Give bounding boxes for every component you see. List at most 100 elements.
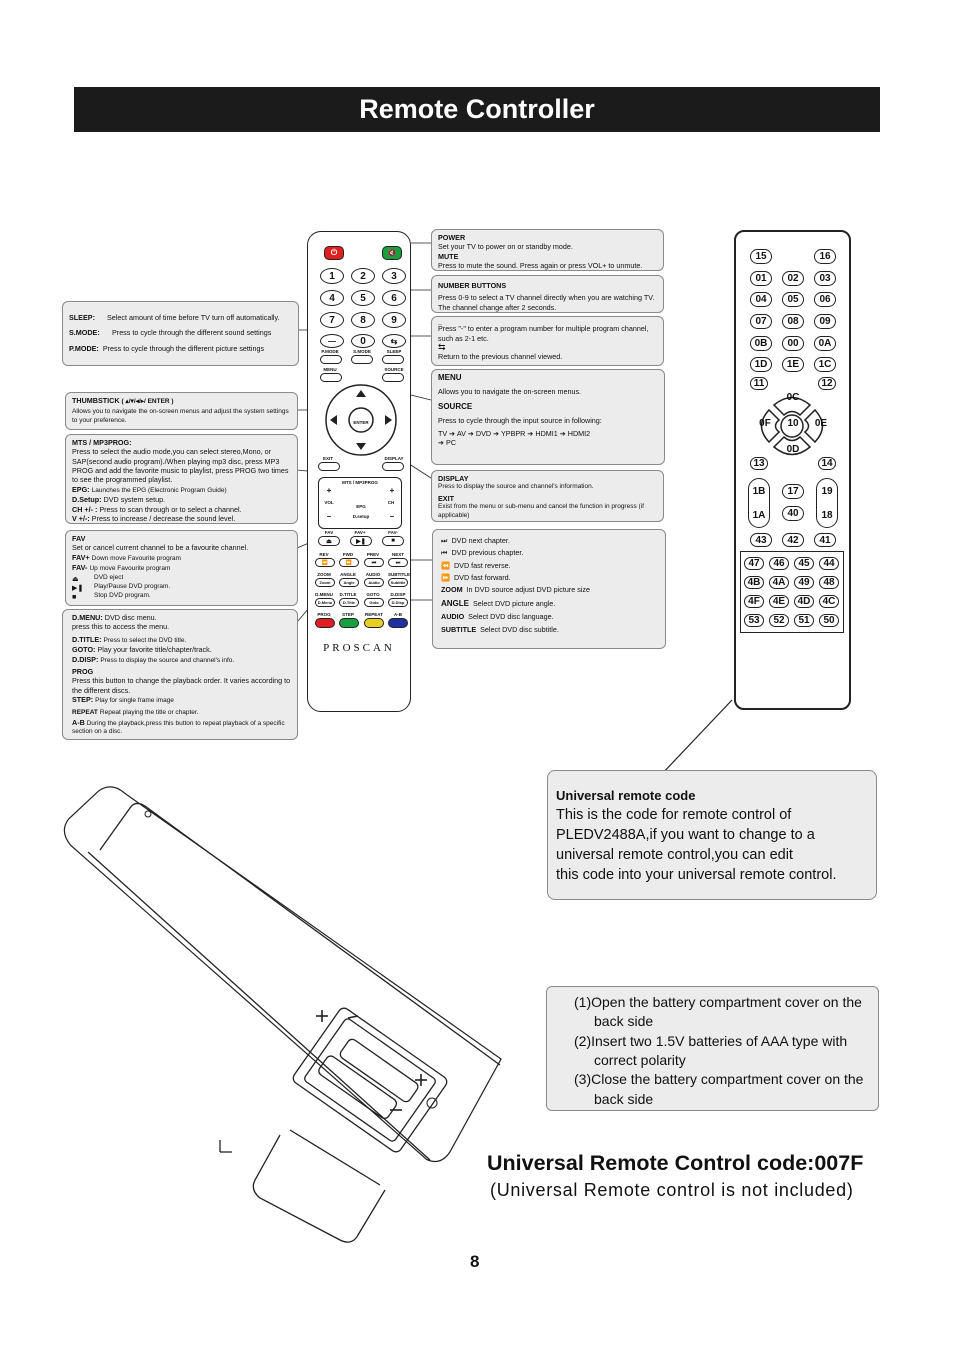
vol-key-label: VOL <box>324 500 334 505</box>
eject-text: DVD eject <box>94 573 124 581</box>
ddisp-button: D.Disp <box>388 598 408 607</box>
code-button: 45 <box>794 557 814 570</box>
vol-down-icon: – <box>326 512 332 521</box>
menu-button <box>320 373 342 382</box>
favminus-text: Up move Favourite program <box>89 565 171 573</box>
exit-text: Exist from the menu or sub-menu and canc… <box>438 503 644 519</box>
source-text: Press to cycle through the input source … <box>438 416 602 426</box>
ch-key-label: CH <box>387 500 395 505</box>
audio-key-label: AUDIO <box>365 572 381 577</box>
brand-logo: PROSCAN <box>323 642 395 654</box>
vol-text: Press to increase / decrease the sound l… <box>91 513 236 523</box>
number-label: NUMBER BUTTONS <box>438 281 507 290</box>
yellow-button <box>364 618 384 628</box>
source-button <box>382 373 404 382</box>
code-label: 19 <box>821 485 833 497</box>
next-key-label: NEXT <box>391 552 404 557</box>
code-button: 0A <box>814 336 836 351</box>
code-button: 12 <box>818 377 836 390</box>
code-button: 15 <box>750 249 772 264</box>
ab-text: During the playback,press this button to… <box>72 719 285 736</box>
zoom-key-label: ZOOM <box>317 572 331 577</box>
code-button: 4A <box>769 576 789 589</box>
code-button: 52 <box>769 614 789 627</box>
favp-key-label: FAV+ <box>354 530 366 535</box>
digit-button: 4 <box>320 290 344 306</box>
mts-box: MTS / MP3PROG: Press to select the audio… <box>65 434 298 524</box>
code-button: 00 <box>782 336 804 351</box>
dsetup-key-label: D.setup <box>352 514 370 519</box>
prev-chapter-icon: ⏮ <box>441 548 448 558</box>
code-button: 05 <box>782 292 804 307</box>
goto-key-label: GOTO <box>366 592 380 597</box>
code-label: 0F <box>759 418 771 429</box>
code-button: 04 <box>750 292 772 307</box>
thumbstick-box: THUMBSTICK ( ▴/▾/◂/▸/ ENTER ) Allows you… <box>65 392 298 430</box>
prev-button: ⏮ <box>364 558 384 567</box>
exit-key-label: EXIT <box>322 456 333 461</box>
red-button <box>315 618 335 628</box>
ddisp-key-label: D.DISP <box>390 592 406 597</box>
green-button <box>339 618 359 628</box>
digit-button: 3 <box>382 268 406 284</box>
next-text: DVD next chapter. <box>451 536 510 545</box>
dsetup-label: D.Setup: <box>72 495 102 505</box>
zoom-button: Zoom <box>315 578 335 587</box>
menu-text: Allows you to navigate the on-screen men… <box>438 387 582 397</box>
code-button: 1D <box>750 357 772 372</box>
urc-line: This is the code for remote control of <box>556 806 792 823</box>
angle-key-label: ANGLE <box>340 572 356 577</box>
favminus-label: FAV- <box>72 563 88 573</box>
goto-button: Goto <box>364 598 384 607</box>
digit-button: 0 <box>351 334 375 348</box>
universal-code-heading: Universal Remote Control code:007F <box>487 1151 864 1175</box>
source-item: AV <box>456 428 466 438</box>
next-button: ⏭ <box>388 558 408 567</box>
thumbstick-text: Allows you to navigate the on-screen men… <box>72 408 289 424</box>
zoom-text: In DVD source adjust DVD picture size <box>466 585 590 595</box>
code-button: 01 <box>750 271 772 286</box>
code-button: 1C <box>814 357 836 372</box>
step-label: STEP: <box>72 695 94 705</box>
dtitle-button: D.Title <box>339 598 359 607</box>
step-text: Play for single frame image <box>95 697 174 705</box>
fwd-button: ⏩ <box>339 558 359 567</box>
recall-text: Return to the previous channel viewed. <box>438 352 563 362</box>
code-remote-illustration: 15 16 01 02 03 04 05 06 07 08 09 0B 00 0… <box>734 230 851 710</box>
source-item: HDMI2 <box>567 428 591 438</box>
mts-key-label: MTS / MP3PROG <box>342 480 378 485</box>
favplus-label: FAV+ <box>72 552 90 562</box>
dtitle-label: D.TITLE: <box>72 634 102 644</box>
code-dvd-grid <box>740 551 844 633</box>
page-title: Remote Controller <box>74 87 880 132</box>
display-exit-box: DISPLAY Press to display the source and … <box>431 470 664 522</box>
dtitle-text: Press to select the DVD title. <box>103 636 187 644</box>
battery-step: (1)Open the battery compartment cover on… <box>574 994 862 1030</box>
dvd-box: D.MENU: DVD disc menu. press this to acc… <box>62 609 298 740</box>
fwd-text: DVD fast forward. <box>453 573 511 583</box>
goto-text: Play your favorite title/chapter/track. <box>97 645 212 655</box>
menu-label: MENU <box>438 373 462 382</box>
urc-heading: Universal remote code <box>556 788 696 803</box>
blue-button <box>388 618 408 628</box>
pmode-text: Press to cycle through the different pic… <box>102 343 265 353</box>
dmenu-label: D.MENU: <box>72 613 103 622</box>
universal-remote-code-box: Universal remote code This is the code f… <box>547 770 877 900</box>
favplus-text: Down move Favourite program <box>91 554 181 562</box>
epg-text: Launches the EPG (Electronic Program Gui… <box>91 486 227 494</box>
ddisp-label: D.DISP: <box>72 654 99 664</box>
digit-button: 5 <box>351 290 375 306</box>
code-button: 17 <box>782 484 804 499</box>
smode-text: Press to cycle through the different sou… <box>112 328 272 338</box>
source-item: PC <box>446 437 457 447</box>
smode-button <box>351 355 373 364</box>
angle-label: ANGLE <box>441 598 469 608</box>
digit-button: 6 <box>382 290 406 306</box>
vol-up-icon: + <box>326 486 332 495</box>
ch-down-icon: – <box>389 512 395 521</box>
code-rocker-left: 1B 1A <box>748 478 770 528</box>
code-button: 03 <box>814 271 836 286</box>
remote-illustration: ⏻ 🔇 1 2 3 4 5 6 7 8 9 — 0 ⇆ P.MODE S.MOD… <box>307 231 411 712</box>
code-button: 53 <box>744 614 764 627</box>
digit-button: 8 <box>351 312 375 328</box>
